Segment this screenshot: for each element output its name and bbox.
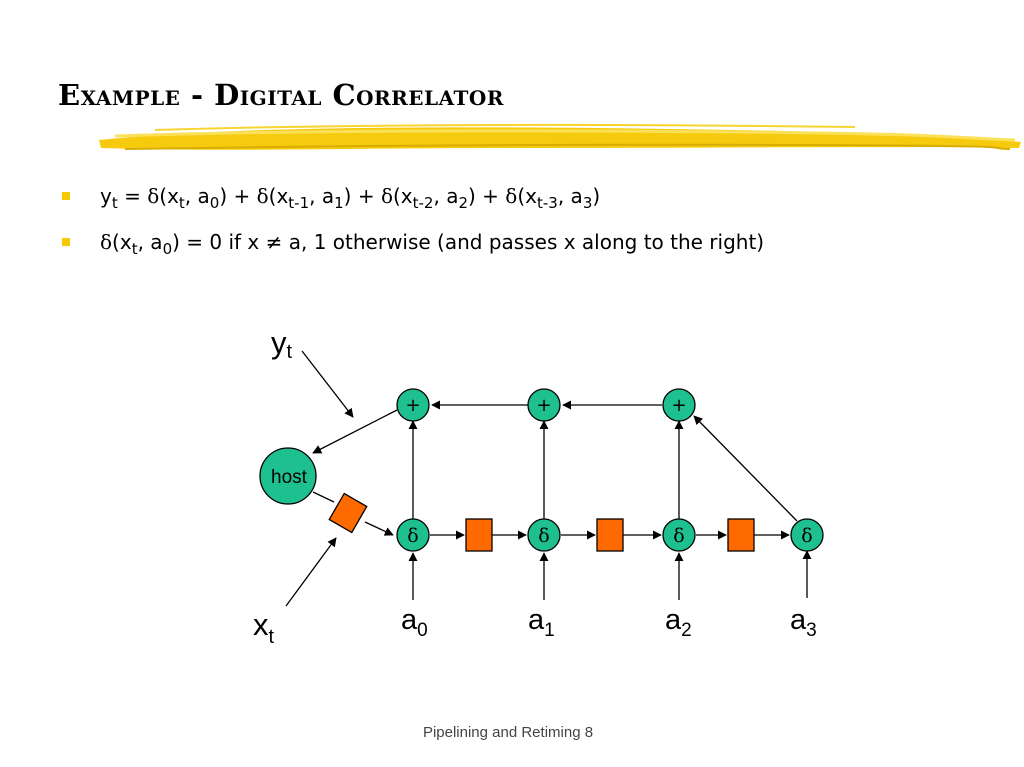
delta-node-3: δ [790, 518, 824, 552]
adder-1: + [527, 388, 561, 422]
register-input [328, 492, 368, 534]
delta-symbol: δ [538, 525, 549, 547]
edge-adder0-to-host [312, 409, 398, 454]
adder-symbol: + [405, 395, 420, 416]
edge-delta3-to-adder2 [693, 415, 798, 522]
delta-symbol: δ [673, 525, 684, 547]
adder-symbol: + [671, 395, 686, 416]
delta-node-1: δ [527, 518, 561, 552]
adder-0: + [396, 388, 430, 422]
title-underline-brush [99, 124, 1021, 150]
yt-pointer-arrow [301, 350, 354, 418]
delta-symbol: δ [801, 525, 812, 547]
input-label-xt: xt [253, 607, 275, 648]
bullet-marker [62, 238, 70, 246]
edge-register0-to-delta0 [364, 521, 394, 536]
host-label: host [271, 467, 308, 488]
xt-pointer-arrow [285, 537, 337, 607]
delta-symbol: δ [407, 525, 418, 547]
edge-host-to-register0 [312, 491, 335, 503]
coef-label-a3: a3 [790, 604, 817, 641]
coef-label-a1: a1 [528, 604, 555, 641]
slide-title: Example - Digital Correlator [58, 78, 504, 112]
output-label-yt: yt [271, 325, 293, 363]
register-2 [596, 518, 624, 552]
register-3 [727, 518, 755, 552]
footer-text: Pipelining and Retiming 8 [422, 724, 594, 741]
coef-label-a2: a2 [665, 604, 692, 641]
slide-footer: Pipelining and Retiming 8 [0, 724, 1024, 741]
bullet-text: δ(xt, a0) = 0 if x ≠ a, 1 otherwise (and… [100, 230, 765, 258]
register-1 [465, 518, 493, 552]
delta-node-0: δ [396, 518, 430, 552]
host-node: host [259, 447, 317, 505]
coef-label-a0: a0 [401, 604, 428, 641]
adder-2: + [662, 388, 696, 422]
delta-node-2: δ [662, 518, 696, 552]
bullet-text: yt = δ(xt, a0) + δ(xt-1, a1) + δ(xt-2, a… [100, 184, 601, 212]
bullet-marker [62, 192, 70, 200]
adder-symbol: + [536, 395, 551, 416]
